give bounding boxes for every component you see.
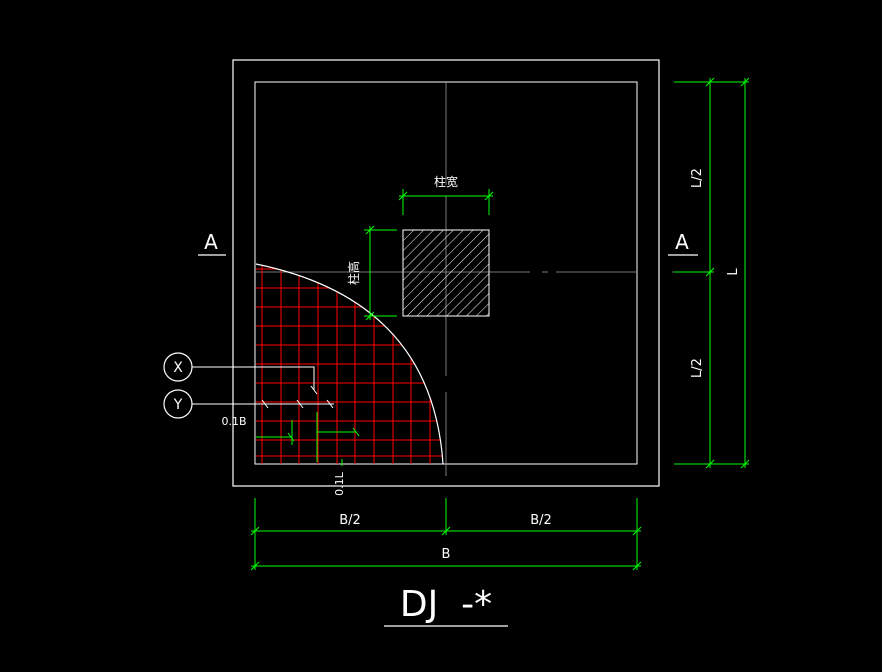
length-dimensions bbox=[674, 77, 750, 469]
offset-y-label: 0.1L bbox=[333, 471, 346, 495]
rebar-x-callout: X bbox=[163, 352, 315, 390]
column-height-label: 柱高 bbox=[346, 261, 361, 285]
half-width-left-label: B/2 bbox=[339, 513, 361, 528]
half-width-right-label: B/2 bbox=[530, 513, 552, 528]
section-mark-right: A bbox=[668, 230, 698, 256]
offset-dimensions bbox=[256, 412, 360, 466]
width-label: B bbox=[442, 547, 451, 562]
column-width-label: 柱宽 bbox=[434, 174, 458, 189]
half-length-lower-label: L/2 bbox=[690, 358, 705, 378]
column-width-dimension bbox=[398, 189, 494, 215]
width-dimensions bbox=[250, 498, 642, 571]
column-section bbox=[402, 229, 490, 317]
rebar-y-callout: Y bbox=[163, 389, 334, 419]
footing-outer-outline bbox=[232, 59, 660, 487]
length-label: L bbox=[726, 268, 741, 276]
section-mark-right-label: A bbox=[675, 230, 689, 254]
rebar-zone-boundary-arc bbox=[255, 263, 444, 465]
rebar-x-tag: X bbox=[173, 360, 183, 376]
column-height-dimension bbox=[364, 225, 397, 321]
drawing-title: DJ -* bbox=[400, 584, 492, 625]
rebar-y-tag: Y bbox=[173, 397, 183, 413]
section-mark-left-label: A bbox=[204, 230, 218, 254]
rebar-tick-marks bbox=[261, 385, 334, 409]
half-length-upper-label: L/2 bbox=[690, 168, 705, 188]
offset-x-label: 0.1B bbox=[221, 415, 246, 428]
section-mark-left: A bbox=[198, 230, 226, 256]
